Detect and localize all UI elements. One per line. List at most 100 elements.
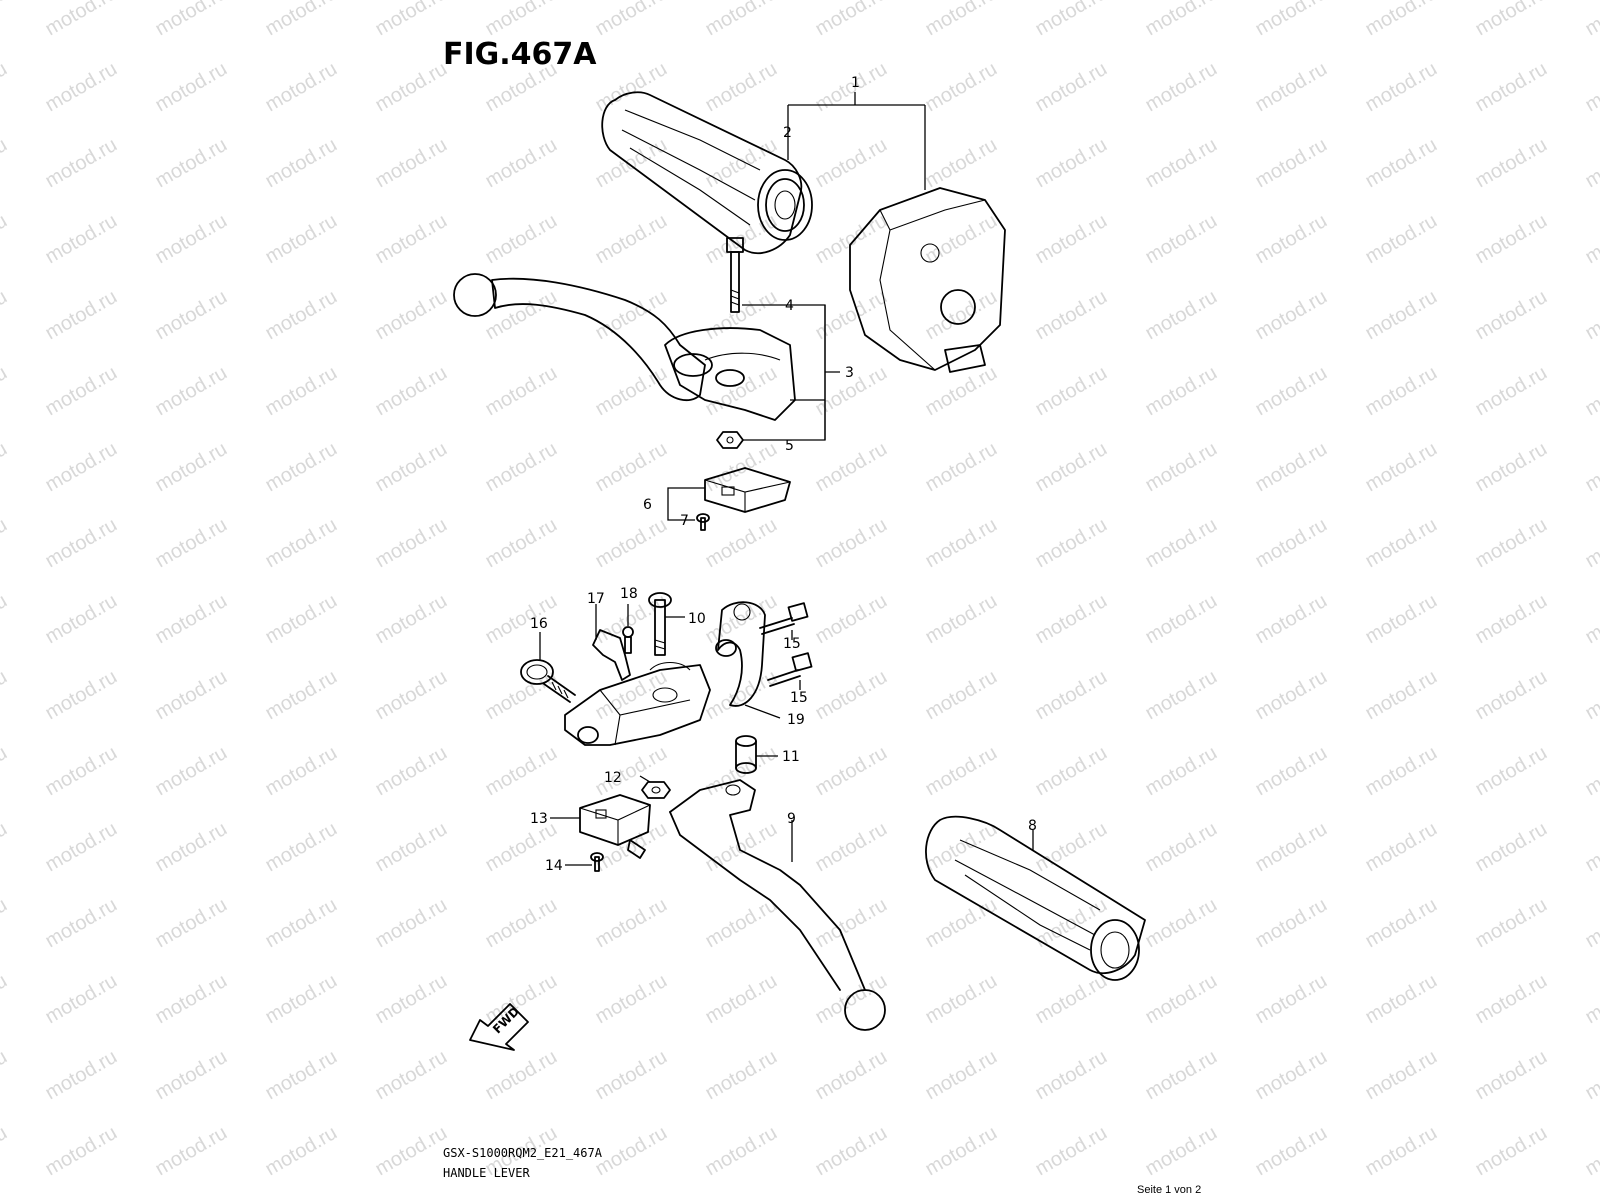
watermark-text: motod.ru	[922, 210, 1001, 269]
watermark-text: motod.ru	[0, 0, 11, 40]
watermark-text: motod.ru	[1032, 438, 1111, 497]
lever-spacer	[735, 735, 757, 774]
watermark-text: motod.ru	[1142, 514, 1221, 573]
clutch-lever-nut	[641, 781, 671, 799]
watermark-text: motod.ru	[1032, 1122, 1111, 1181]
watermark-text: motod.ru	[0, 134, 11, 193]
watermark-text: motod.ru	[372, 666, 451, 725]
watermark-text: motod.ru	[922, 1122, 1001, 1181]
callout-3: 3	[845, 365, 854, 381]
watermark-text: motod.ru	[1252, 362, 1331, 421]
watermark-text: motod.ru	[1032, 818, 1111, 877]
watermark-text: motod.ru	[1032, 286, 1111, 345]
watermark-text: motod.ru	[372, 742, 451, 801]
watermark-text: motod.ru	[152, 666, 231, 725]
watermark-text: motod.ru	[1472, 590, 1551, 649]
watermark-text: motod.ru	[702, 286, 781, 345]
watermark-text: motod.ru	[1472, 210, 1551, 269]
watermark-text: motod.ru	[0, 1046, 11, 1105]
handlebar-clamp	[715, 601, 766, 707]
watermark-text: motod.ru	[152, 286, 231, 345]
callout-6: 6	[643, 497, 652, 513]
watermark-text: motod.ru	[1582, 58, 1600, 117]
watermark-text: motod.ru	[1032, 134, 1111, 193]
watermark-text: motod.ru	[922, 970, 1001, 1029]
watermark-text: motod.ru	[152, 1122, 231, 1181]
watermark-text: motod.ru	[702, 362, 781, 421]
callout-5: 5	[785, 438, 794, 454]
watermark-text: motod.ru	[1582, 742, 1600, 801]
watermark-text: motod.ru	[1362, 438, 1441, 497]
watermark-text: motod.ru	[152, 1046, 231, 1105]
watermark-text: motod.ru	[0, 970, 11, 1029]
watermark-text: motod.ru	[1582, 970, 1600, 1029]
watermark-text: motod.ru	[262, 1046, 341, 1105]
watermark-text: motod.ru	[1472, 970, 1551, 1029]
watermark-text: motod.ru	[1252, 58, 1331, 117]
watermark-text: motod.ru	[1362, 1122, 1441, 1181]
watermark-text: motod.ru	[1142, 818, 1221, 877]
callout-10: 10	[688, 611, 706, 627]
watermark-text: motod.ru	[152, 970, 231, 1029]
left-handlebar-grip	[925, 815, 1146, 981]
watermark-text: motod.ru	[42, 210, 121, 269]
watermark-text: motod.ru	[1362, 970, 1441, 1029]
watermark-text: motod.ru	[1252, 818, 1331, 877]
watermark-text: motod.ru	[1582, 0, 1600, 40]
watermark-text: motod.ru	[1472, 134, 1551, 193]
watermark-text: motod.ru	[812, 590, 891, 649]
watermark-text: motod.ru	[812, 514, 891, 573]
watermark-text: motod.ru	[1472, 818, 1551, 877]
watermark-text: motod.ru	[1252, 134, 1331, 193]
watermark-text: motod.ru	[812, 438, 891, 497]
watermark-text: motod.ru	[42, 58, 121, 117]
watermark-text: motod.ru	[1362, 58, 1441, 117]
watermark-text: motod.ru	[1582, 1122, 1600, 1181]
watermark-text: motod.ru	[1472, 514, 1551, 573]
watermark-text: motod.ru	[372, 1122, 451, 1181]
watermark-text: motod.ru	[262, 742, 341, 801]
watermark-text: motod.ru	[1582, 514, 1600, 573]
watermark-text: motod.ru	[1582, 438, 1600, 497]
watermark-text: motod.ru	[592, 286, 671, 345]
watermark-text: motod.ru	[262, 1122, 341, 1181]
watermark-text: motod.ru	[42, 970, 121, 1029]
watermark-text: motod.ru	[262, 818, 341, 877]
watermark-text: motod.ru	[0, 818, 11, 877]
watermark-text: motod.ru	[482, 210, 561, 269]
watermark-text: motod.ru	[1472, 286, 1551, 345]
callout-7: 7	[680, 513, 689, 529]
watermark-text: motod.ru	[1472, 666, 1551, 725]
callout-12: 12	[604, 770, 622, 786]
watermark-text: motod.ru	[812, 818, 891, 877]
callout-1: 1	[851, 75, 860, 91]
watermark-text: motod.ru	[1362, 362, 1441, 421]
watermark-text: motod.ru	[42, 894, 121, 953]
watermark-text: motod.ru	[262, 590, 341, 649]
watermark-text: motod.ru	[1252, 514, 1331, 573]
callout-4: 4	[785, 298, 794, 314]
watermark-text: motod.ru	[262, 58, 341, 117]
watermark-text: motod.ru	[152, 0, 231, 40]
watermark-text: motod.ru	[0, 362, 11, 421]
watermark-text: motod.ru	[1142, 210, 1221, 269]
watermark-text: motod.ru	[592, 514, 671, 573]
watermark-text: motod.ru	[812, 1122, 891, 1181]
watermark-text: motod.ru	[0, 894, 11, 953]
watermark-text: motod.ru	[1032, 514, 1111, 573]
watermark-text: motod.ru	[812, 970, 891, 1029]
watermark-text: motod.ru	[702, 894, 781, 953]
switch-screw	[696, 513, 710, 531]
clamp-bolt-upper	[759, 602, 809, 635]
watermark-text: motod.ru	[152, 590, 231, 649]
watermark-text: motod.ru	[1142, 1122, 1221, 1181]
watermark-text: motod.ru	[152, 210, 231, 269]
watermark-text: motod.ru	[922, 0, 1001, 40]
watermark-text: motod.ru	[592, 438, 671, 497]
watermark-text: motod.ru	[1032, 1046, 1111, 1105]
watermark-text: motod.ru	[152, 742, 231, 801]
watermark-text: motod.ru	[1472, 742, 1551, 801]
watermark-text: motod.ru	[1582, 362, 1600, 421]
watermark-text: motod.ru	[42, 590, 121, 649]
watermark-text: motod.ru	[1362, 590, 1441, 649]
